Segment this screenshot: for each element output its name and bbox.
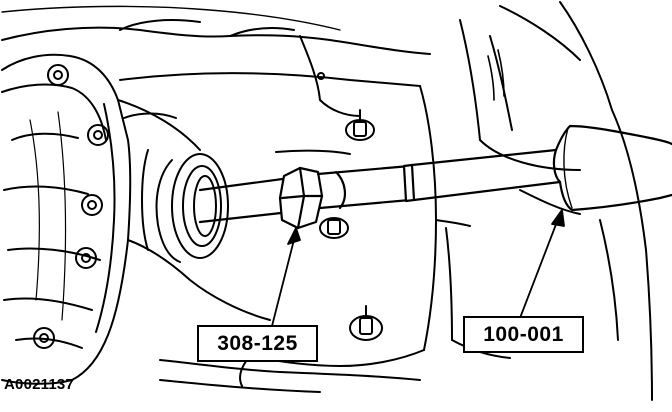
leader-line-308-125 — [271, 231, 297, 327]
callout-text: 308-125 — [217, 332, 298, 355]
bolt-icon — [87, 124, 109, 146]
extension-housing — [117, 99, 271, 321]
case-bolts — [33, 64, 109, 349]
stud-icon — [349, 305, 383, 341]
callout-label-adapter: 308-125 — [197, 325, 318, 362]
bolt-icon — [33, 327, 55, 349]
slide-hammer-tool — [198, 124, 672, 230]
callout-text: 100-001 — [483, 323, 564, 346]
arrow-head-icon — [287, 227, 301, 245]
bolt-icon — [47, 64, 69, 86]
bolt-icon — [81, 194, 103, 216]
mount-studs — [319, 109, 383, 341]
callout-label-slide-hammer: 100-001 — [463, 316, 584, 353]
leader-line-100-001 — [519, 213, 561, 319]
stud-icon — [319, 217, 349, 239]
figure-id: A0021137 — [4, 376, 75, 393]
arrow-head-icon — [551, 209, 565, 227]
frame-structure — [445, 1, 653, 401]
transmission-case — [1, 5, 341, 385]
bolt-icon — [75, 247, 97, 269]
stud-icon — [345, 109, 375, 141]
callout-leaders — [271, 209, 565, 327]
